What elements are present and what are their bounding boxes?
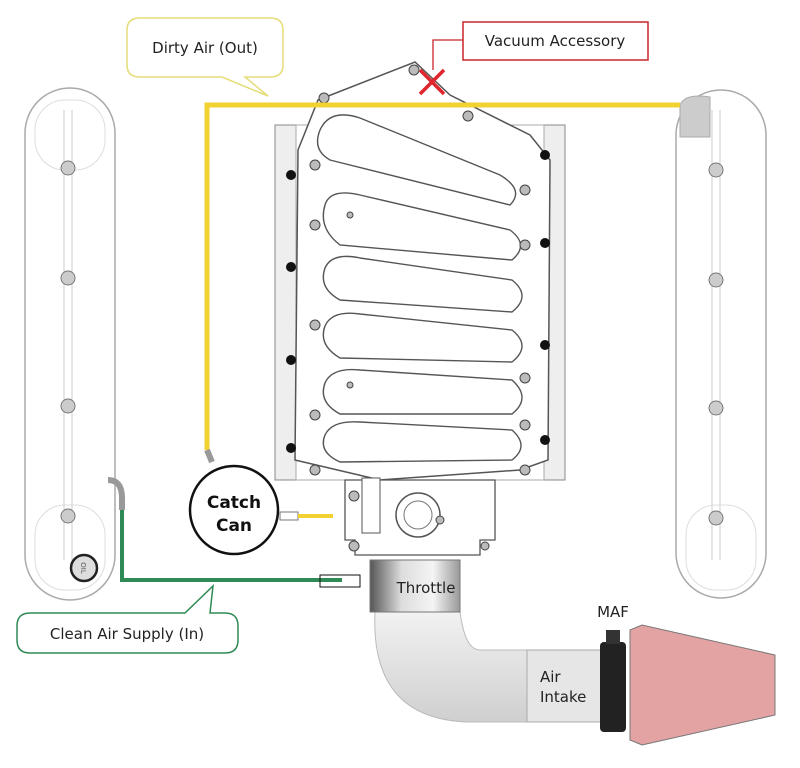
dirty-air-hose	[204, 102, 680, 450]
air-intake: Air Intake	[526, 649, 602, 723]
svg-text:Throttle: Throttle	[396, 579, 456, 597]
vacuum-accessory-callout: Vacuum Accessory	[418, 21, 649, 96]
intake-tube	[374, 611, 531, 723]
throttle-body-flange	[344, 477, 496, 556]
intake-manifold	[274, 61, 566, 481]
svg-text:Vacuum Accessory: Vacuum Accessory	[485, 32, 626, 50]
svg-text:Catch: Catch	[207, 493, 261, 513]
clean-air-hose	[120, 510, 342, 582]
svg-text:MAF: MAF	[597, 603, 629, 621]
svg-text:Air: Air	[540, 668, 561, 686]
air-filter	[629, 624, 776, 746]
blocked-x-icon	[418, 68, 446, 96]
oil-cap-icon: OIL	[69, 553, 99, 583]
clean-air-callout: Clean Air Supply (In)	[16, 584, 239, 654]
svg-text:Can: Can	[216, 516, 252, 536]
maf-sensor: MAF	[597, 603, 629, 732]
svg-text:Dirty Air (Out): Dirty Air (Out)	[152, 39, 258, 57]
left-valve-cover: OIL	[24, 87, 125, 601]
svg-text:Intake: Intake	[540, 688, 586, 706]
throttle: Throttle	[369, 559, 461, 613]
catch-can: Catch Can	[188, 464, 333, 556]
right-valve-cover	[675, 89, 767, 599]
svg-text:OIL: OIL	[79, 562, 87, 574]
svg-text:Clean Air Supply (In): Clean Air Supply (In)	[50, 625, 204, 643]
dirty-air-callout: Dirty Air (Out)	[126, 17, 284, 97]
